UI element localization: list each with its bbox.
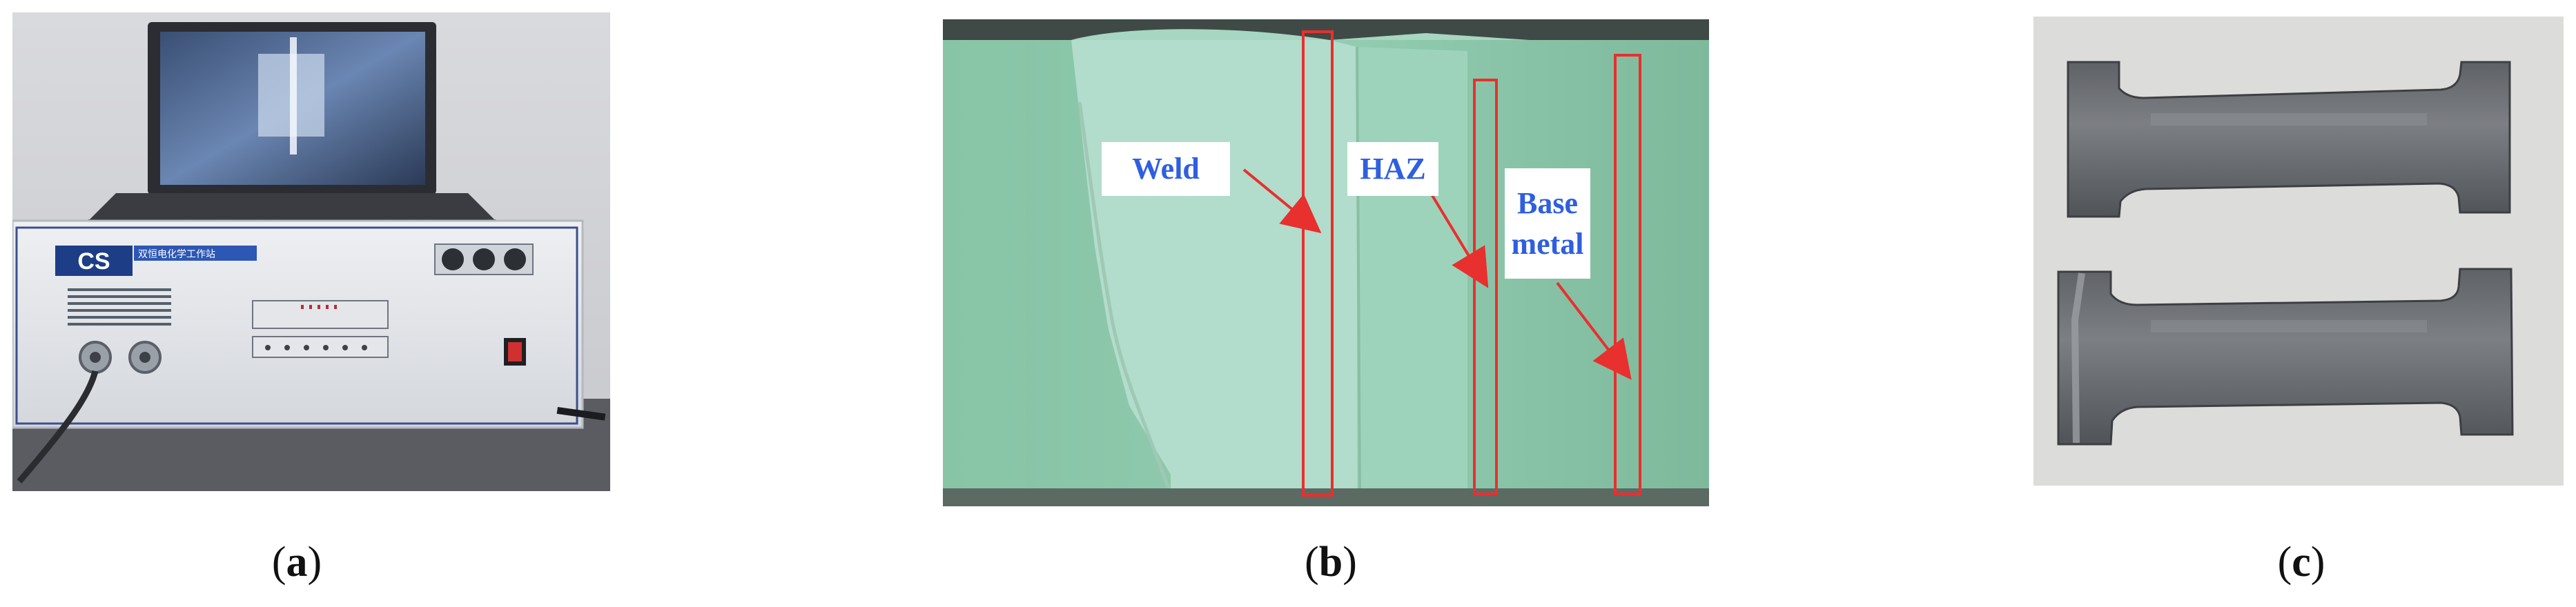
workstation-photo: CS 双恒电化学工作站 [12, 12, 610, 491]
caption-b-close: ) [1343, 539, 1357, 586]
base-metal-region-box [1614, 54, 1641, 495]
caption-a: (a) [262, 531, 331, 593]
label-haz: HAZ [1347, 142, 1438, 196]
caption-b: (b) [1296, 531, 1365, 593]
specimen-bottom [2057, 268, 2514, 446]
caption-a-letter: a [286, 539, 308, 586]
device-title: 双恒电化学工作站 [138, 249, 215, 260]
device-brand: CS [77, 248, 110, 275]
caption-c-close: ) [2310, 539, 2325, 586]
label-base-metal: Base metal [1505, 168, 1590, 279]
specimen-top [2067, 61, 2511, 218]
caption-b-open: ( [1305, 539, 1319, 586]
weld-region-box [1302, 30, 1334, 497]
caption-c: (c) [2267, 531, 2336, 593]
panel-a-photo: CS 双恒电化学工作站 [12, 12, 610, 491]
tensile-specimens-photo [2033, 17, 2564, 486]
caption-b-letter: b [1318, 539, 1343, 586]
caption-a-open: ( [271, 539, 286, 586]
panel-c-photo [2033, 17, 2564, 486]
caption-c-letter: c [2292, 539, 2311, 586]
caption-a-close: ) [307, 539, 322, 586]
label-base-line1: Base [1517, 186, 1578, 220]
panel-b-photo: Weld HAZ Base metal [943, 19, 1709, 506]
weld-cross-section [943, 19, 1709, 506]
weld-arrow [1242, 168, 1322, 234]
caption-c-open: ( [2277, 539, 2292, 586]
label-haz-text: HAZ [1360, 152, 1426, 186]
base-metal-arrow [1556, 281, 1632, 380]
label-base-line2: metal [1511, 227, 1584, 261]
label-weld: Weld [1102, 142, 1230, 196]
label-weld-text: Weld [1132, 152, 1200, 186]
